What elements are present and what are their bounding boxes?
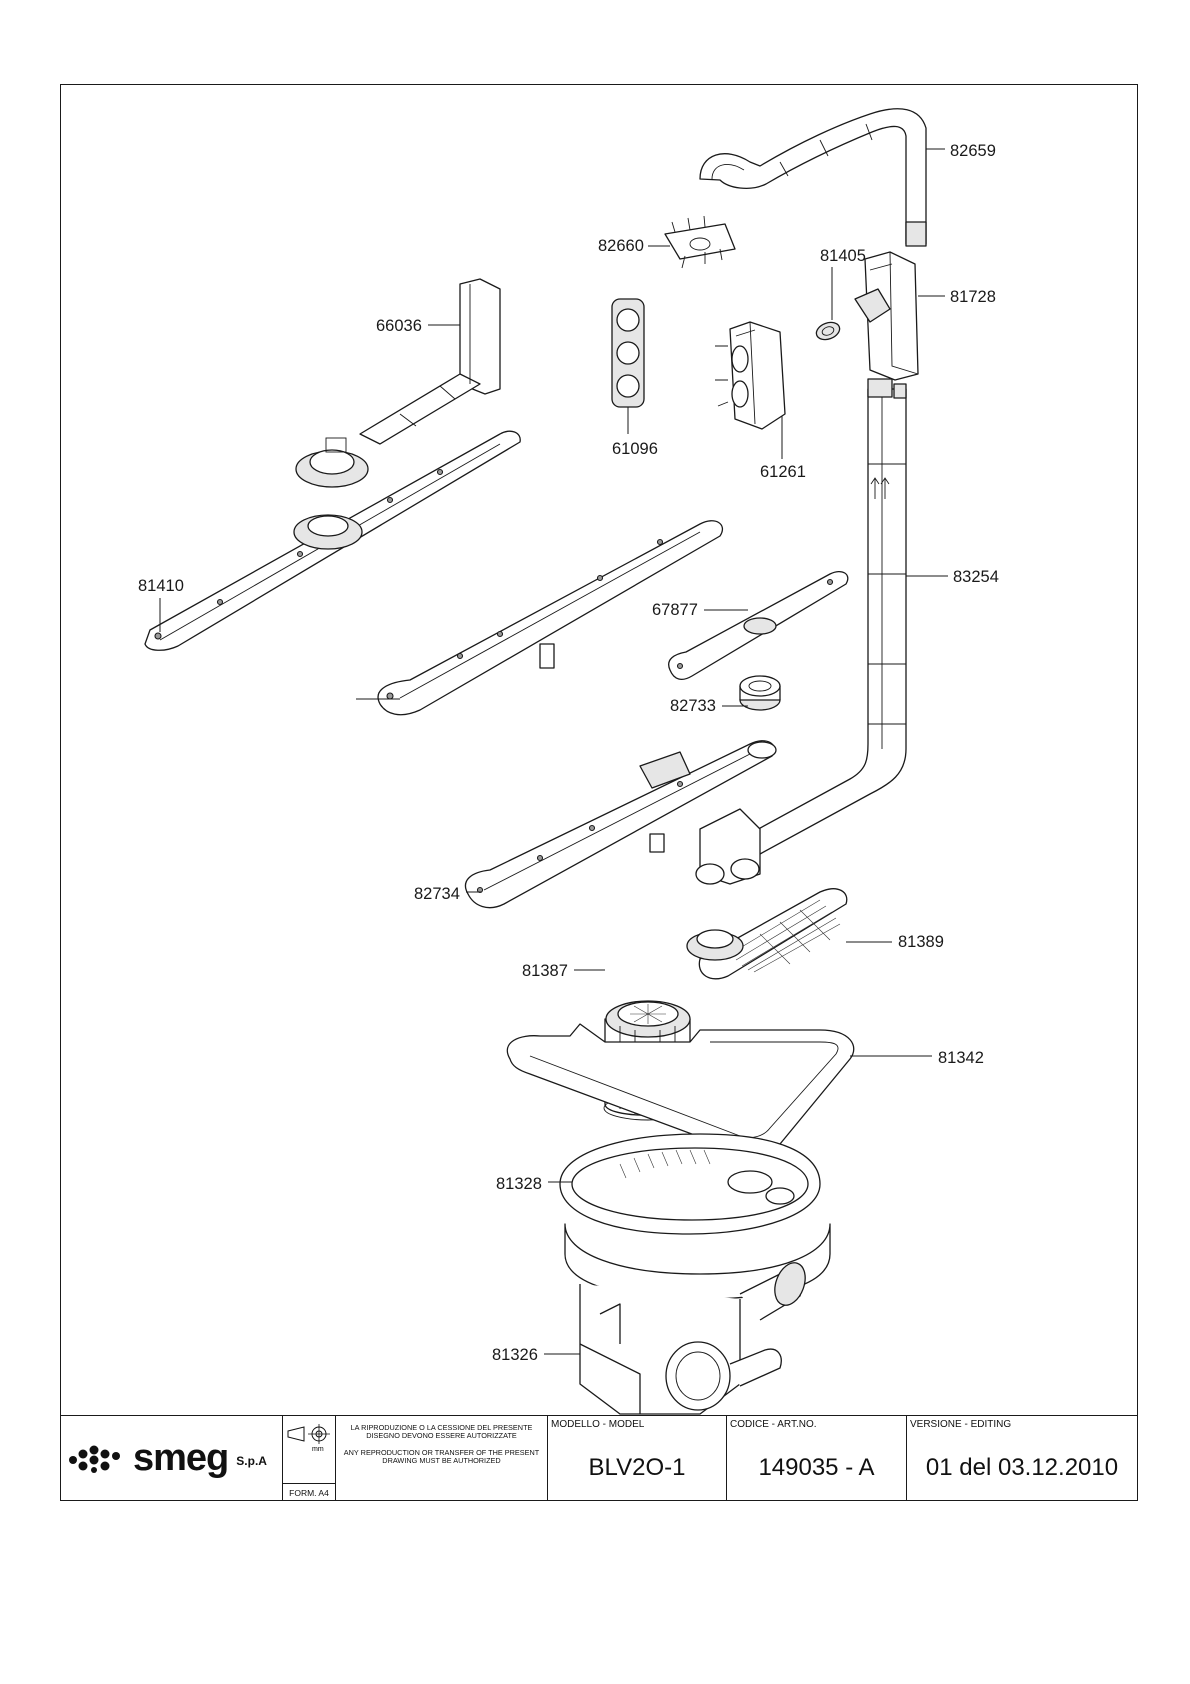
- part-66036-feed-tube: [295, 278, 501, 488]
- part-label-81342: 81342: [938, 1049, 984, 1067]
- part-label-81389: 81389: [898, 933, 944, 951]
- part-82659-upper-tube: [699, 108, 927, 247]
- model-value: BLV2O-1: [588, 1454, 686, 1481]
- form-unit: mm: [312, 1446, 324, 1452]
- version-value: 01 del 03.12.2010: [925, 1454, 1119, 1481]
- part-82733-nut: [739, 675, 781, 711]
- part-81728-connector: [854, 251, 919, 381]
- part-label-82734: 82734: [414, 885, 460, 903]
- part-82734-lower-spray-arm: [464, 740, 777, 909]
- first-angle-projection-icon: mm: [287, 1424, 330, 1452]
- part-83254-riser-tube: [695, 378, 907, 885]
- part-middle-spray-arm: [377, 520, 724, 716]
- part-61261-manifold: [715, 321, 786, 430]
- part-67877-small-spray-arm: [668, 570, 849, 681]
- code-caption: CODICE - ART.NO.: [730, 1419, 817, 1430]
- part-81405-seal: [815, 321, 841, 341]
- note-italian: LA RIPRODUZIONE O LA CESSIONE DEL PRESEN…: [350, 1423, 533, 1441]
- part-label-81410: 81410: [138, 577, 184, 595]
- version-field: VERSIONE - EDITING 01 del 03.12.2010: [907, 1416, 1137, 1500]
- part-label-81328: 81328: [496, 1175, 542, 1193]
- part-label-82659: 82659: [950, 142, 996, 160]
- part-82660-clip: [664, 215, 736, 269]
- part-61096-gasket: [611, 298, 645, 408]
- form-size: FORM. A4: [283, 1483, 335, 1498]
- part-label-81405: 81405: [820, 247, 866, 265]
- code-field: CODICE - ART.NO. 149035 - A: [727, 1416, 907, 1500]
- code-value: 149035 - A: [758, 1454, 875, 1481]
- part-label-67877: 67877: [652, 601, 698, 619]
- logo-dots-icon: [69, 1445, 120, 1473]
- model-caption: MODELLO - MODEL: [551, 1419, 645, 1430]
- part-81328-collar: [559, 1133, 821, 1235]
- part-label-81728: 81728: [950, 288, 996, 306]
- note-english: ANY REPRODUCTION OR TRANSFER OF THE PRES…: [343, 1447, 540, 1466]
- part-label-83254: 83254: [953, 568, 999, 586]
- part-label-82660: 82660: [598, 237, 644, 255]
- part-81326-sump-body: [564, 1223, 831, 1415]
- part-label-61096: 61096: [612, 440, 658, 458]
- exploded-parts-diagram: 82659 82660 81405 81728 66036 61096: [138, 108, 999, 1415]
- part-label-66036: 66036: [376, 317, 422, 335]
- smeg-logo: smeg S.p.A: [61, 1416, 283, 1500]
- model-field: MODELLO - MODEL BLV2O-1: [548, 1416, 727, 1500]
- drawing-frame: [60, 84, 1138, 1416]
- logo-suffix: S.p.A: [236, 1454, 267, 1468]
- part-label-82733: 82733: [670, 697, 716, 715]
- title-block: smeg S.p.A mm FORM. A4 LA RIPRODUZIONE O…: [60, 1416, 1138, 1501]
- projection-symbol-cell: mm FORM. A4: [283, 1416, 336, 1500]
- part-label-81326: 81326: [492, 1346, 538, 1364]
- logo-wordmark: smeg: [133, 1437, 229, 1479]
- version-caption: VERSIONE - EDITING: [910, 1419, 1012, 1430]
- part-81389-filter-plate: [686, 888, 848, 980]
- part-label-81387: 81387: [522, 962, 568, 980]
- part-81410-upper-spray-arm: [144, 430, 521, 651]
- copyright-note: LA RIPRODUZIONE O LA CESSIONE DEL PRESEN…: [336, 1416, 548, 1500]
- part-label-61261: 61261: [760, 463, 806, 481]
